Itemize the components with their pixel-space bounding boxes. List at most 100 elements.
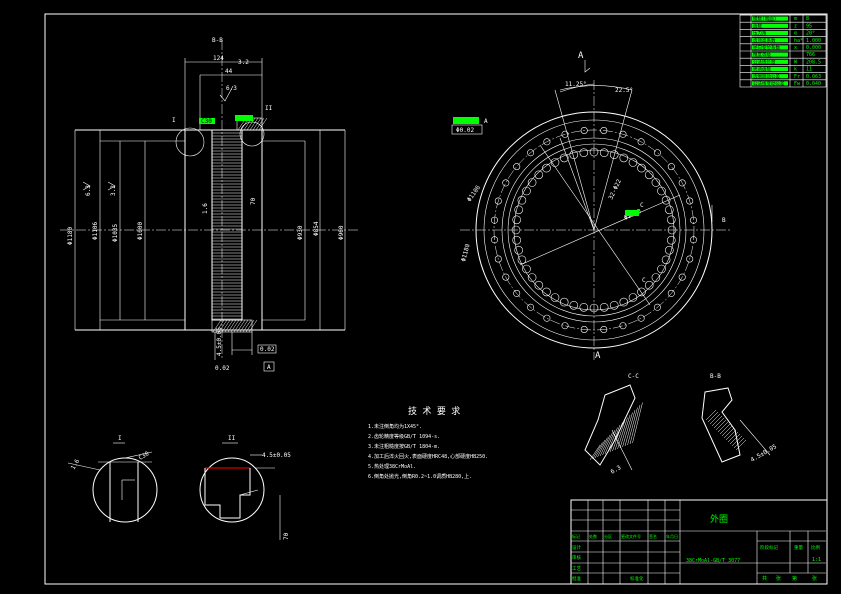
param-name: 齿圈跳动公差 — [753, 73, 780, 80]
highlight-c30 — [199, 118, 215, 124]
dim-bore: Φ854 — [313, 221, 320, 236]
gear-tooth — [550, 293, 560, 302]
angle-label-1: 11.25° — [565, 81, 587, 88]
param-symbol: k — [794, 67, 797, 73]
plan-dim-b: Φ1180 — [460, 243, 472, 263]
plan-datum: A — [484, 118, 488, 125]
param-value: 20° — [806, 31, 815, 37]
gear-tooth — [559, 297, 569, 307]
gear-tooth — [661, 255, 671, 265]
param-value: 208.5 — [806, 59, 821, 65]
bolt-hole — [689, 236, 697, 244]
bolt-hole — [667, 163, 675, 171]
gear-tooth — [542, 287, 551, 297]
param-value: 0.000 — [806, 45, 821, 51]
tb-label: 签名 — [649, 533, 657, 539]
param-symbol: m — [794, 16, 797, 22]
param-value: 766 — [806, 52, 815, 58]
param-name: 模数(端面) — [753, 15, 776, 22]
section-bb: B-B 4.5±0.05 — [701, 373, 778, 464]
gear-tooth — [569, 150, 579, 159]
dim-h-total: 124 — [213, 55, 224, 62]
param-value: 0.063 — [806, 74, 821, 80]
bolt-hole — [678, 273, 686, 281]
marker-a-bottom: A — [595, 351, 601, 361]
param-highlight — [752, 16, 788, 21]
gear-tooth — [664, 245, 674, 255]
param-value: 0.040 — [806, 81, 821, 87]
param-name: 精度等级 — [753, 51, 771, 58]
param-highlight — [752, 66, 788, 72]
tb-stage: 阶段标记 — [760, 544, 778, 551]
gear-tooth — [512, 215, 522, 225]
tb-role: 批准 — [572, 575, 581, 582]
gear-tooth — [522, 186, 531, 196]
dim-right: Φ930 — [297, 225, 304, 240]
ra-left2: 3.2 — [110, 185, 117, 196]
param-symbol: Fw — [794, 81, 801, 87]
angle-label-2: 22.5° — [615, 87, 633, 94]
scale-text: 1:1 — [812, 557, 821, 563]
gear-tooth — [527, 273, 537, 282]
bolt-hole — [527, 149, 535, 157]
bolt-hole — [490, 236, 498, 244]
drawing-title: 外圈 — [710, 513, 728, 525]
dim-inner: Φ1035 — [112, 224, 119, 242]
bolt-hole — [689, 216, 697, 224]
param-symbol: W — [794, 59, 798, 65]
marker-c-right: C — [640, 202, 644, 209]
gear-tooth — [534, 170, 544, 180]
tech-line: 5.热处理38CrMoAl. — [368, 463, 416, 470]
gear-tooth — [579, 148, 589, 157]
bolt-hole — [513, 289, 521, 297]
tb-label: 标记 — [572, 533, 580, 539]
highlight-plan — [625, 210, 639, 216]
marker-a-top: A — [578, 51, 584, 61]
gear-tooth — [628, 158, 638, 167]
gear-tooth — [514, 245, 524, 255]
gear-tooth — [579, 302, 589, 312]
bolt-hole — [653, 303, 661, 311]
gear-tooth — [599, 302, 609, 312]
detail-label-ii-tag: II — [265, 105, 273, 112]
gear-tooth — [517, 195, 527, 205]
tb-label: 分区 — [604, 533, 612, 539]
gear-tooth — [666, 215, 676, 225]
highlight-angle — [235, 115, 253, 121]
material-text: 38CrMoAl-GB/T 3077 — [686, 558, 740, 564]
drawing-border — [44, 13, 828, 585]
param-value: 8 — [806, 16, 809, 22]
tb-label: 更改文件号 — [621, 533, 641, 539]
bolt-hole — [686, 255, 694, 263]
bolt-pattern: 32-Φ22 — [607, 178, 623, 201]
ra-top2: 3.2 — [238, 59, 249, 66]
param-highlight — [752, 23, 788, 28]
detail-ii-dim: 4.5±0.05 — [262, 452, 291, 459]
tb-role: 设计 — [572, 544, 581, 551]
detail-i-dim2: C30 — [138, 450, 151, 462]
bolt-hole — [543, 138, 551, 146]
tb-role: 审核 — [572, 554, 581, 561]
dim-ring: 70 — [250, 197, 257, 205]
title-block: 外圈 38CrMoAl-GB/T 3077 1:1 标记处数分区更改文件号签名年… — [570, 499, 828, 585]
detail-circle-i — [175, 127, 205, 157]
bolt-hole — [580, 127, 588, 135]
gear-tooth — [534, 280, 544, 290]
gear-tooth — [569, 300, 579, 310]
gear-tooth — [514, 205, 524, 215]
tech-requirements: 技 术 要 求 1.未注倒角均为1X45°.2.齿轮精度等级GB/T 1094-… — [368, 405, 488, 480]
dim-tip: Φ960 — [338, 225, 345, 240]
gear-tooth — [527, 178, 537, 187]
tb-sheet: 第 — [792, 575, 797, 582]
detail-ii-dim2: 70 — [283, 532, 290, 540]
param-highlight — [752, 38, 788, 43]
section-cc: C-C 6.3 — [584, 373, 643, 476]
bolt-hole — [686, 197, 694, 205]
gear-tooth — [609, 300, 619, 310]
detail-ii-view: II 4.5±0.05 70 — [199, 435, 291, 540]
gear-tooth — [657, 186, 666, 196]
tech-line: 6.倒角处抛光,倒角R0.2~1.0调质HB280,上. — [368, 473, 472, 480]
